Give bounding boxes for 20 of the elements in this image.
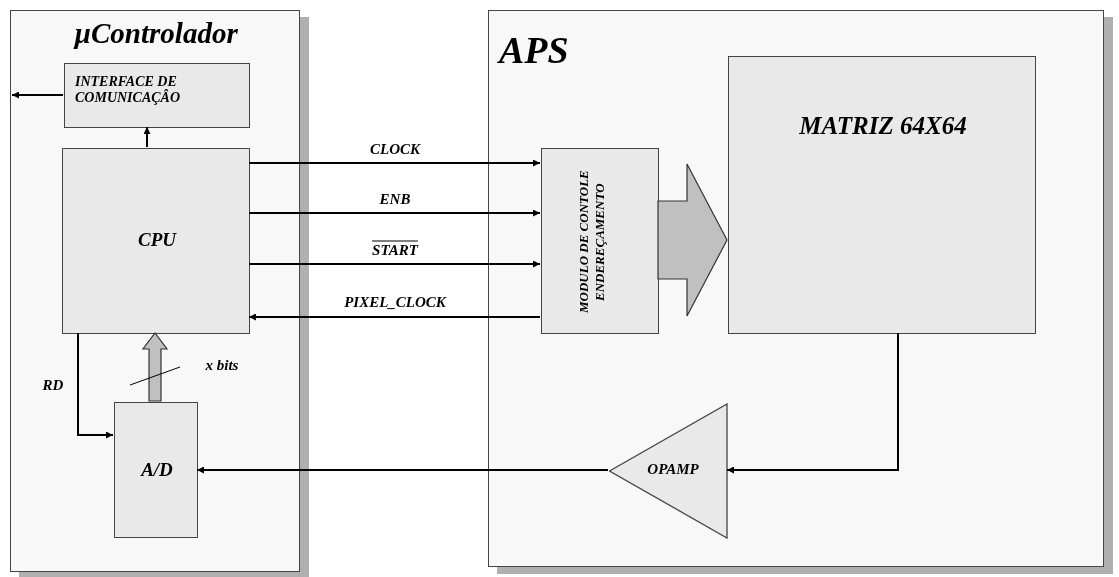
- signal-label: START: [371, 241, 420, 259]
- cpu-box: [62, 148, 250, 334]
- pixel-matrix-box: [728, 56, 1036, 334]
- block-label: INTERFACE DE COMUNICAÇÂO: [75, 74, 182, 107]
- signal-label: PIXEL_CLOCK: [343, 293, 448, 311]
- signal-label: ENB: [378, 190, 412, 208]
- block-label: CPU: [137, 229, 178, 251]
- interface-box: [64, 63, 250, 128]
- block-label: OPAMP: [646, 461, 700, 479]
- signal-label: x bits: [204, 356, 240, 374]
- signal-label: RD: [41, 376, 65, 394]
- ad-converter-box: [114, 402, 198, 538]
- signal-label: CLOCK: [369, 140, 422, 158]
- opamp-triangle: [609, 403, 728, 539]
- block-label: A/D: [139, 459, 174, 481]
- address-control-module-box: [541, 148, 659, 334]
- panel-title: APS: [499, 29, 570, 73]
- block-label: MATRIZ 64X64: [798, 112, 968, 141]
- panel-title: µControlador: [72, 17, 239, 51]
- block-label: MODULO DE CONTOLE ENDEREÇAMENTO: [576, 169, 609, 316]
